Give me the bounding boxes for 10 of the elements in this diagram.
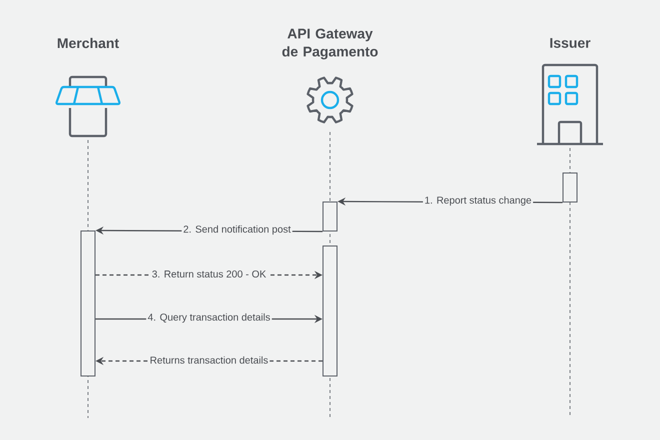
- message-label: 2. Send notification post: [182, 224, 292, 236]
- message-label: 1. Report status change: [422, 194, 534, 208]
- participant-name: Merchant: [58, 38, 119, 48]
- activation-bar: [562, 172, 578, 202]
- message-label: 4. Query transaction details: [146, 312, 272, 324]
- activation-bar: [322, 246, 338, 376]
- activation-bar: [322, 202, 338, 232]
- participant-name: API Gateway de Pagamento: [282, 28, 378, 60]
- activation-bar: [80, 230, 96, 376]
- participant-name: Issuer: [550, 38, 590, 48]
